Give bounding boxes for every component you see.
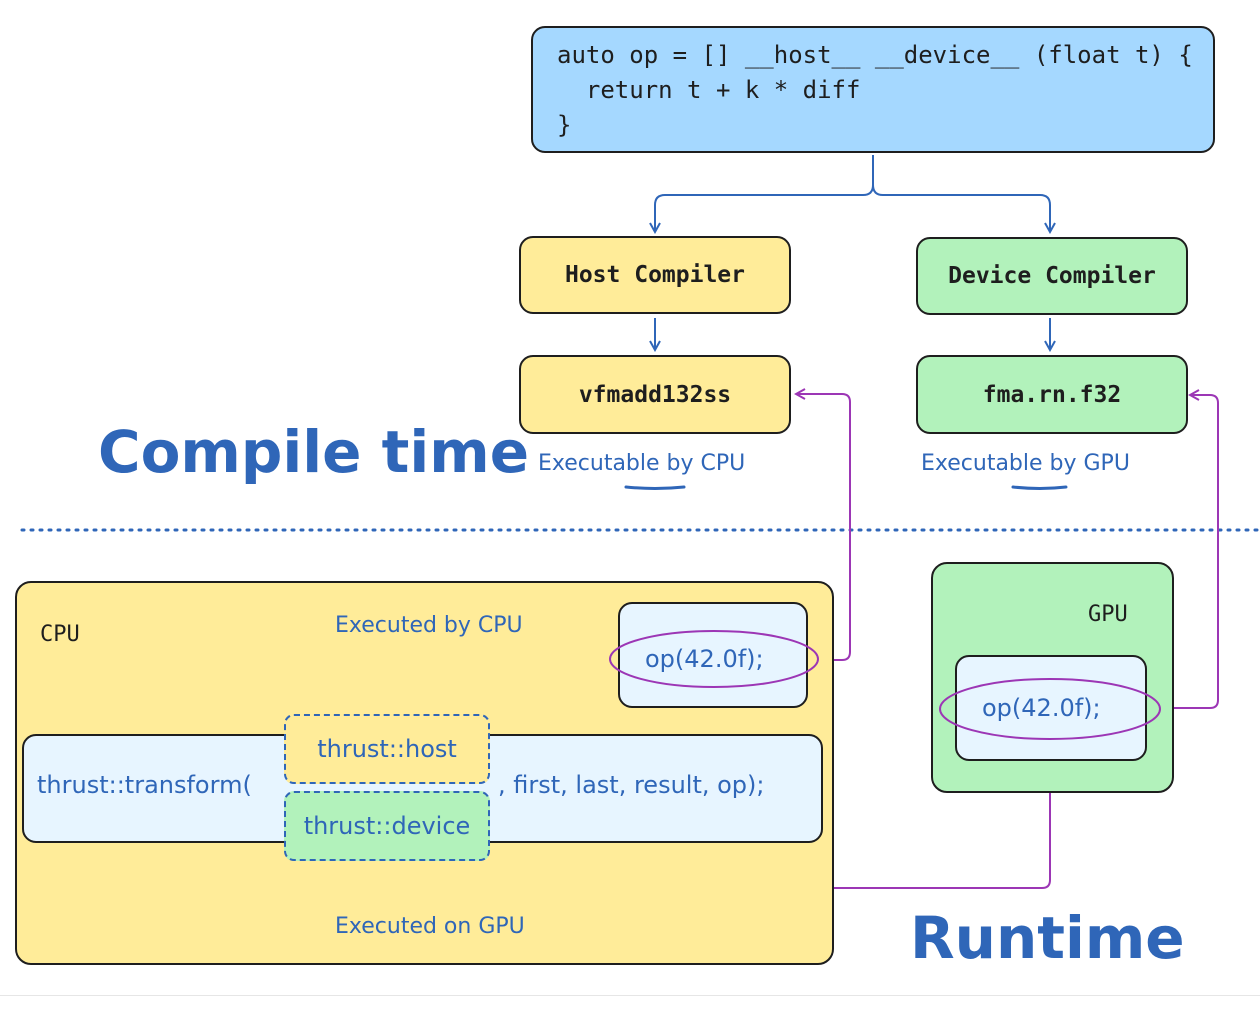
underline-exec-gpu xyxy=(1011,485,1068,490)
executed-by-cpu-note: Executed by CPU xyxy=(335,613,523,638)
cpu-panel-title: CPU xyxy=(40,622,80,647)
policy-device-option[interactable]: thrust::device xyxy=(284,791,490,861)
gpu-instruction-box: fma.rn.f32 xyxy=(916,355,1188,434)
device-compiler-box: Device Compiler xyxy=(916,237,1188,315)
gpu-op-call-text: op(42.0f); xyxy=(982,694,1101,722)
gpu-instruction-label: fma.rn.f32 xyxy=(982,381,1122,408)
gpu-op-call-box xyxy=(955,655,1147,761)
bottom-divider xyxy=(0,995,1260,996)
executed-on-gpu-note: Executed on GPU xyxy=(335,914,525,939)
policy-host-option[interactable]: thrust::host xyxy=(284,714,490,784)
gpu-panel-title: GPU xyxy=(1088,602,1128,627)
policy-device-label: thrust::device xyxy=(303,812,471,840)
gpu-call-to-instr-arrow xyxy=(1165,395,1219,709)
host-compiler-label: Host Compiler xyxy=(564,262,745,288)
device-compiler-label: Device Compiler xyxy=(948,263,1156,289)
runtime-title: Runtime xyxy=(910,904,1185,972)
cpu-op-call-box xyxy=(618,602,808,708)
underline-exec-cpu xyxy=(624,485,686,490)
executable-by-cpu-note: Executable by CPU xyxy=(538,451,746,476)
cpu-instruction-box: vfmadd132ss xyxy=(519,355,791,434)
host-compiler-box: Host Compiler xyxy=(519,236,791,314)
split-arrow-right xyxy=(872,184,1050,232)
cpu-instruction-label: vfmadd132ss xyxy=(578,381,732,408)
gpu-call-highlight xyxy=(939,678,1161,740)
code-line-2: return t + k * diff xyxy=(557,76,861,104)
cpu-call-highlight xyxy=(609,630,819,688)
transform-suffix: , first, last, result, op); xyxy=(498,771,765,799)
code-line-3: } xyxy=(557,111,572,139)
split-arrow xyxy=(655,155,874,232)
transform-prefix: thrust::transform( xyxy=(37,771,252,799)
cpu-op-call-text: op(42.0f); xyxy=(645,645,764,673)
cpu-call-to-instr-arrow xyxy=(796,394,851,661)
executable-by-gpu-note: Executable by GPU xyxy=(921,451,1130,476)
policy-host-label: thrust::host xyxy=(317,735,457,763)
compile-time-title: Compile time xyxy=(98,418,530,486)
lambda-code-box: auto op = [] __host__ __device__ (float … xyxy=(531,26,1215,153)
code-line-1: auto op = [] __host__ __device__ (float … xyxy=(557,41,1193,69)
